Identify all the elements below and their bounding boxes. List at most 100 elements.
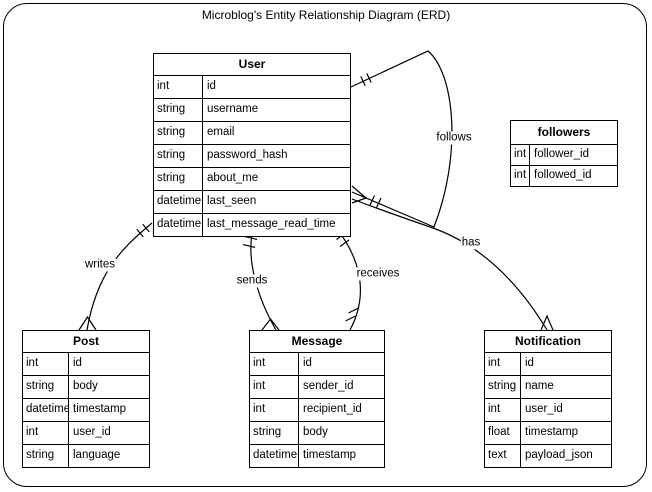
entity-table-user: User int id string username string email… (153, 53, 351, 237)
table-row: string language (23, 444, 149, 467)
field-name-cell: user_id (525, 403, 563, 415)
field-type-cell: int (485, 399, 521, 421)
field-type-cell: int (23, 422, 69, 444)
field-type-cell: int (250, 353, 299, 375)
entity-title-notification: Notification (515, 334, 581, 348)
field-type-cell: datetime (154, 191, 203, 213)
edge-has (351, 198, 548, 331)
crow-foot-has (540, 314, 554, 331)
edge-label-follows: follows (435, 131, 473, 145)
table-row: string name (485, 375, 611, 398)
field-name-cell: password_hash (207, 149, 288, 161)
field-type-cell: datetime (250, 445, 299, 467)
edge-label-receives: receives (355, 267, 401, 281)
field-type-cell: string (23, 445, 69, 467)
crow-foot-writes (78, 315, 97, 331)
field-type-cell: string (250, 422, 299, 444)
table-row: datetime last_message_read_time (154, 213, 350, 236)
field-type-cell: int (250, 376, 299, 398)
table-row: string body (23, 375, 149, 398)
field-type-cell: int (485, 353, 521, 375)
table-row: string password_hash (154, 144, 350, 167)
field-name-cell: last_seen (207, 195, 257, 207)
field-type-cell: int (511, 145, 530, 165)
entity-title-message: Message (291, 334, 343, 348)
table-row: int id (485, 352, 611, 375)
field-name-cell: username (207, 103, 259, 115)
table-row: string username (154, 98, 350, 121)
field-type-cell: int (511, 166, 530, 186)
edge-label-sends: sends (235, 274, 269, 288)
table-row: int id (154, 75, 350, 98)
table-row: int recipient_id (250, 398, 384, 421)
field-name-cell: recipient_id (303, 403, 362, 415)
entity-table-followers: followers int follower_id int followed_i… (510, 120, 618, 187)
crow-foot-sends (261, 318, 280, 331)
diagram-title: Microblog's Entity Relationship Diagram … (201, 8, 451, 22)
field-name-cell: email (207, 126, 235, 138)
entity-table-notification: Notification int id string name int user… (484, 330, 612, 468)
table-row: int sender_id (250, 375, 384, 398)
table-row: datetime timestamp (250, 444, 384, 467)
field-name-cell: followed_id (534, 169, 592, 181)
table-row: string about_me (154, 167, 350, 190)
field-type-cell: datetime (23, 399, 69, 421)
field-type-cell: int (250, 399, 299, 421)
field-type-cell: datetime (154, 214, 203, 236)
table-row: float timestamp (485, 421, 611, 444)
table-row: string email (154, 121, 350, 144)
edge-writes (86, 222, 153, 331)
field-type-cell: string (154, 99, 203, 121)
tick-follows-end (369, 195, 382, 208)
field-name-cell: name (525, 380, 554, 392)
edge-label-has: has (460, 236, 482, 250)
table-row: text payload_json (485, 444, 611, 467)
edge-follows (350, 50, 453, 228)
field-name-cell: timestamp (525, 426, 579, 438)
entity-title-followers: followers (537, 125, 591, 139)
field-name-cell: timestamp (73, 403, 127, 415)
entity-title-user: User (238, 57, 266, 71)
table-row: int id (250, 352, 384, 375)
field-name-cell: about_me (207, 172, 259, 184)
diagram-border (3, 3, 647, 487)
field-type-cell: text (485, 445, 521, 467)
table-row: datetime last_seen (154, 190, 350, 213)
table-row: int follower_id (511, 144, 617, 165)
field-name-cell: timestamp (303, 449, 357, 461)
edge-label-writes: writes (83, 258, 117, 272)
table-row: int followed_id (511, 165, 617, 186)
one-tick-sends (242, 236, 258, 248)
entity-title-post: Post (72, 334, 99, 348)
field-name-cell: body (303, 426, 328, 438)
one-tick-follows (360, 73, 372, 86)
one-tick-receives-bottom (345, 307, 359, 322)
table-row: int user_id (23, 421, 149, 444)
field-type-cell: string (154, 122, 203, 144)
field-type-cell: string (154, 145, 203, 167)
field-type-cell: int (23, 353, 69, 375)
field-name-cell: sender_id (303, 380, 354, 392)
entity-table-post: Post int id string body datetime timesta… (22, 330, 150, 468)
table-row: int id (23, 352, 149, 375)
one-tick-writes (136, 223, 150, 238)
field-name-cell: follower_id (534, 148, 589, 160)
field-type-cell: float (485, 422, 521, 444)
field-name-cell: payload_json (525, 449, 593, 461)
entity-table-message: Message int id int sender_id int recipie… (249, 330, 385, 468)
field-name-cell: user_id (73, 426, 111, 438)
field-type-cell: string (154, 168, 203, 190)
field-name-cell: id (207, 80, 216, 92)
field-name-cell: language (73, 449, 121, 461)
field-type-cell: string (23, 376, 69, 398)
field-type-cell: string (485, 376, 521, 398)
field-type-cell: int (154, 76, 203, 98)
field-name-cell: id (303, 357, 312, 369)
table-row: string body (250, 421, 384, 444)
field-name-cell: last_message_read_time (207, 218, 336, 230)
table-row: datetime timestamp (23, 398, 149, 421)
field-name-cell: id (73, 357, 82, 369)
field-name-cell: id (525, 357, 534, 369)
crow-foot-follows (351, 185, 367, 204)
